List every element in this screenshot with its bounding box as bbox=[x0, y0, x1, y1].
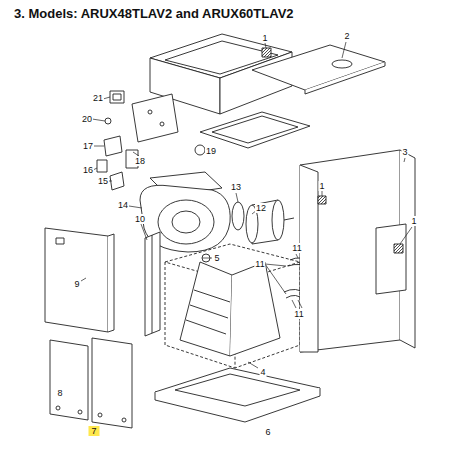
callout-number: 16 bbox=[82, 165, 94, 175]
callout-number: 7 bbox=[88, 426, 99, 436]
callout-number: 5 bbox=[213, 253, 220, 263]
callout-number: 2 bbox=[343, 31, 350, 41]
callout-number: 8 bbox=[56, 388, 63, 398]
callout-number: 20 bbox=[81, 114, 93, 124]
callout-number: 1 bbox=[261, 33, 268, 43]
callout-number: 10 bbox=[134, 214, 146, 224]
callout-number: 11 bbox=[291, 243, 302, 253]
diagram-title: 3. Models: ARUX48TLAV2 and ARUX60TLAV2 bbox=[14, 6, 294, 21]
callout-number: 13 bbox=[230, 182, 242, 192]
callout-number: 12 bbox=[255, 203, 267, 213]
callout-number: 4 bbox=[259, 367, 266, 377]
callout-number: 21 bbox=[92, 93, 104, 103]
callout-number: 3 bbox=[401, 147, 408, 157]
callout-number: 18 bbox=[134, 156, 146, 166]
callout-number: 11 bbox=[293, 309, 304, 319]
callout-number: 11 bbox=[254, 259, 265, 269]
callout-number: 1 bbox=[318, 181, 325, 191]
callout-number: 6 bbox=[264, 427, 271, 437]
callout-number: 19 bbox=[205, 146, 217, 156]
callout-number: 14 bbox=[117, 200, 129, 210]
callout-number: 1 bbox=[410, 216, 417, 226]
callout-number: 17 bbox=[82, 141, 94, 151]
callout-number: 9 bbox=[73, 279, 80, 289]
callout-number: 15 bbox=[97, 176, 109, 186]
